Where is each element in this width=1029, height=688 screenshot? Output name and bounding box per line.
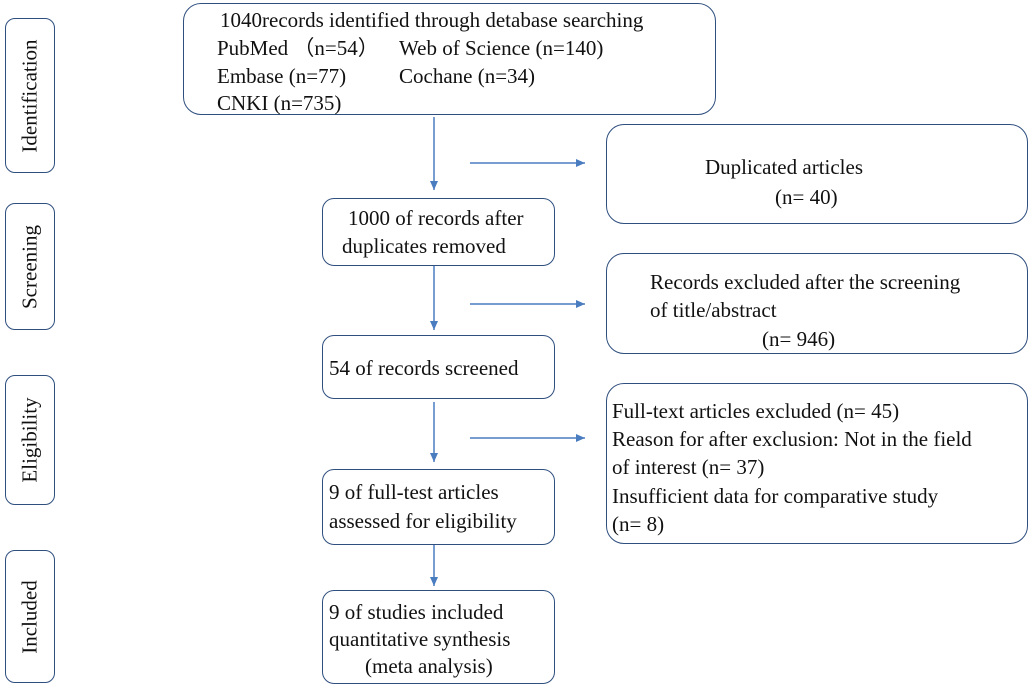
excluded-title-abstract-box: Records excluded after the screening of … — [606, 253, 1028, 354]
fulltext-assessed-box: 9 of full-test articles assessed for eli… — [322, 469, 555, 545]
records-screened-text: 54 of records screened — [329, 356, 519, 380]
embase-count: Embase (n=77) — [217, 64, 347, 88]
studies-included-line3: (meta analysis) — [365, 654, 493, 678]
records-screened-box: 54 of records screened — [322, 335, 555, 399]
excluded-title-line2: of title/abstract — [650, 298, 777, 322]
stage-screening: Screening — [5, 203, 55, 330]
studies-included-line1: 9 of studies included — [329, 600, 504, 624]
fulltext-assessed-line2: assessed for eligibility — [329, 509, 517, 533]
duplicated-articles-box: Duplicated articles (n= 40) — [606, 124, 1028, 224]
stage-eligibility: Eligibility — [5, 375, 55, 505]
stage-included: Included — [5, 550, 55, 683]
stage-identification: Identification — [5, 18, 55, 173]
excluded-fulltext-line5: (n= 8) — [612, 512, 665, 536]
excluded-title-line1: Records excluded after the screening — [650, 270, 961, 294]
studies-included-line2: quantitative synthesis — [329, 627, 511, 651]
fulltext-assessed-line1: 9 of full-test articles — [329, 480, 499, 504]
cochrane-count: Cochane (n=34) — [399, 64, 536, 88]
excluded-fulltext-box: Full-text articles excluded (n= 45) Reas… — [606, 383, 1028, 544]
excluded-title-count: (n= 946) — [762, 327, 836, 351]
excluded-fulltext-line2: Reason for after exclusion: Not in the f… — [612, 427, 972, 451]
excluded-fulltext-line1: Full-text articles excluded (n= 45) — [612, 399, 900, 423]
duplicates-removed-box: 1000 of records after duplicates removed — [322, 198, 555, 266]
duplicates-removed-line1: 1000 of records after — [348, 206, 524, 230]
duplicates-removed-line2: duplicates removed — [342, 234, 506, 258]
duplicated-articles-label: Duplicated articles — [705, 155, 864, 179]
records-identified-text: 1040records identified through detabase … — [220, 8, 644, 32]
excluded-fulltext-line4: Insufficient data for comparative study — [612, 484, 939, 508]
studies-included-box: 9 of studies included quantitative synth… — [322, 590, 555, 684]
pubmed-count: PubMed （n=54） — [217, 36, 379, 60]
cnki-count: CNKI (n=735) — [217, 91, 342, 115]
duplicated-articles-count: (n= 40) — [775, 185, 838, 209]
excluded-fulltext-line3: of interest (n= 37) — [612, 455, 765, 479]
identification-box: 1040records identified through detabase … — [183, 3, 716, 115]
web-of-science-count: Web of Science (n=140) — [399, 36, 604, 60]
